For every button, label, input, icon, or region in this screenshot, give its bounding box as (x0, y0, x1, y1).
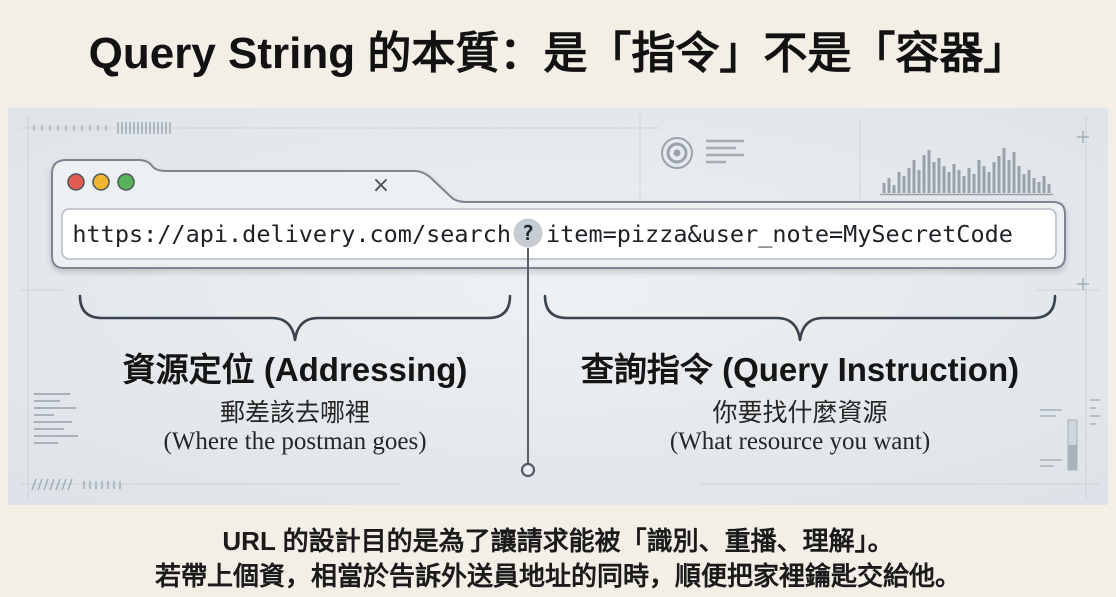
query-heading: 查詢指令 (Query Instruction) (580, 351, 1020, 388)
window-maximize-dot (117, 173, 135, 191)
target-icon (661, 137, 693, 169)
ruler-ticks-bottom (31, 478, 121, 491)
window-close-dot (67, 173, 85, 191)
target-icon-center (673, 149, 681, 157)
url-path-text: https://api.delivery.com/search (72, 220, 511, 248)
addressing-note: (Where the postman goes) (163, 428, 427, 455)
crosshair-icon (1077, 131, 1089, 290)
footer-note: URL 的設計目的是為了讓請求能被「識別、重播、理解」。 若帶上個資，相當於告訴… (0, 524, 1116, 594)
query-separator-label: ? (521, 221, 535, 245)
side-gauge-fill (1068, 445, 1077, 470)
connector-end-dot (520, 462, 536, 478)
side-legend-marks (34, 393, 78, 444)
addressing-subtitle: 郵差該去哪裡 (219, 399, 370, 427)
query-section: 查詢指令 (Query Instruction) 你要找什麼資源 (What r… (550, 350, 1050, 456)
blueprint-grid (20, 116, 1100, 500)
target-icon-inner-ring (666, 142, 688, 164)
footer-line-1: URL 的設計目的是為了讓請求能被「識別、重播、理解」。 (222, 526, 894, 556)
addressing-section: 資源定位 (Addressing) 郵差該去哪裡 (Where the post… (45, 350, 545, 456)
footer-line-2: 若帶上個資，相當於告訴外送員地址的同時，順便把家裡鑰匙交給他。 (154, 561, 961, 591)
page-title: Query String 的本質：是「指令」不是「容器」 (88, 29, 1028, 78)
addressing-brace (78, 294, 512, 342)
query-string-text: item=pizza&user_note=MySecretCode (546, 220, 1013, 248)
window-minimize-dot (92, 173, 110, 191)
query-separator-badge (513, 218, 543, 248)
addressing-heading: 資源定位 (Addressing) (122, 351, 468, 388)
address-bar (61, 208, 1057, 260)
target-icon-outer-ring (661, 137, 693, 169)
query-subtitle: 你要找什麼資源 (712, 399, 888, 427)
side-spec-marks (1040, 399, 1100, 467)
spec-lines-icon (706, 139, 744, 164)
query-brace (543, 294, 1057, 342)
side-gauge-icon (1067, 419, 1078, 471)
close-icon: × (371, 173, 391, 198)
bar-chart-icon (882, 148, 1051, 193)
ruler-ticks-top (33, 122, 171, 134)
query-note: (What resource you want) (669, 428, 931, 455)
